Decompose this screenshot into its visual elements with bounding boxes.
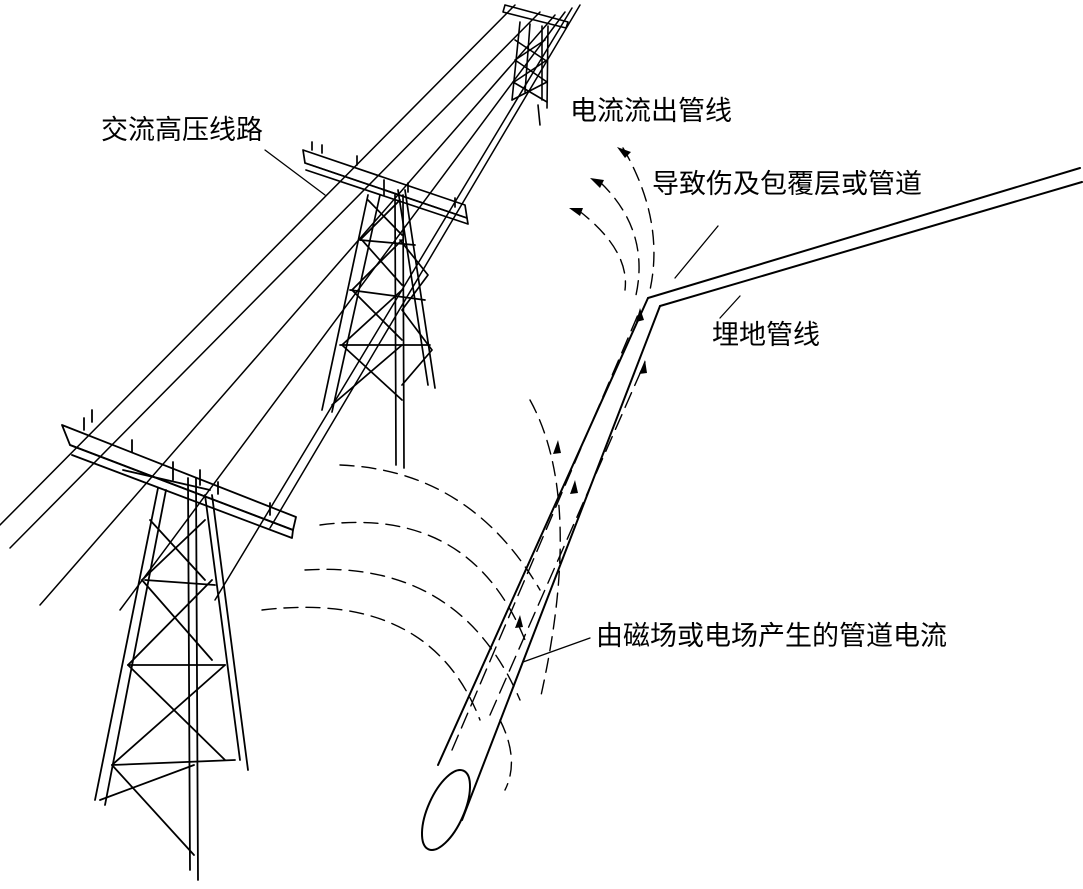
outflow-field-lines [578, 148, 654, 295]
leader-lines [265, 150, 740, 662]
label-ac-line: 交流高压线路 [101, 115, 263, 146]
middle-tower [303, 142, 468, 468]
label-coating-damage: 导致伤及包覆层或管道 [652, 169, 922, 200]
buried-pipeline [412, 168, 1082, 857]
pipe-current-arrows [452, 310, 645, 750]
near-tower [62, 410, 296, 880]
power-conductors [0, 5, 580, 610]
field-lines [262, 400, 560, 790]
arrowheads [515, 147, 647, 628]
label-current-out: 电流流出管线 [570, 96, 732, 127]
label-buried-pipe: 埋地管线 [712, 320, 820, 351]
label-induced-current: 由磁场或电场产生的管道电流 [596, 621, 947, 652]
far-tower [503, 5, 568, 125]
